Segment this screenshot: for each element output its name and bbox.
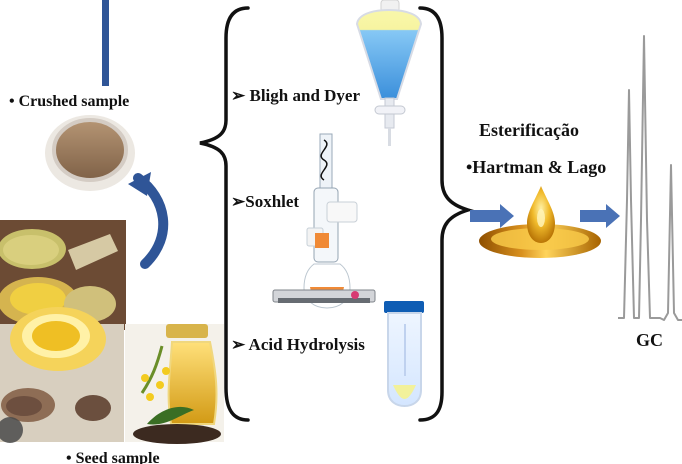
right-arrow-icon-2 <box>580 204 620 228</box>
seed-sample-image <box>0 220 224 444</box>
bligh-dyer-label: ➢ Bligh and Dyer <box>231 86 361 105</box>
esterificacao-label: Esterificação <box>479 120 579 140</box>
seed-sample-label: • Seed sample <box>66 450 160 464</box>
separatory-funnel-image <box>355 0 423 146</box>
hartman-lago-label: •Hartman & Lago <box>466 157 607 177</box>
curved-arrow-icon <box>128 172 169 269</box>
soxhlet-apparatus-image <box>272 133 376 309</box>
soxhlet-label: ➢Soxhlet <box>231 192 300 211</box>
crushed-sample-image <box>45 115 135 191</box>
gc-chromatogram <box>618 35 682 321</box>
left-brace <box>199 6 250 422</box>
right-brace <box>418 6 475 422</box>
crushed-sample-label: • Crushed sample <box>9 93 130 110</box>
test-tube-image <box>384 301 424 408</box>
vertical-connector-line <box>102 0 109 86</box>
gc-label: GC <box>636 330 663 350</box>
right-arrow-icon <box>470 204 514 228</box>
acid-hydrolysis-label: ➢ Acid Hydrolysis <box>231 335 365 354</box>
oil-drop-image <box>479 186 601 258</box>
